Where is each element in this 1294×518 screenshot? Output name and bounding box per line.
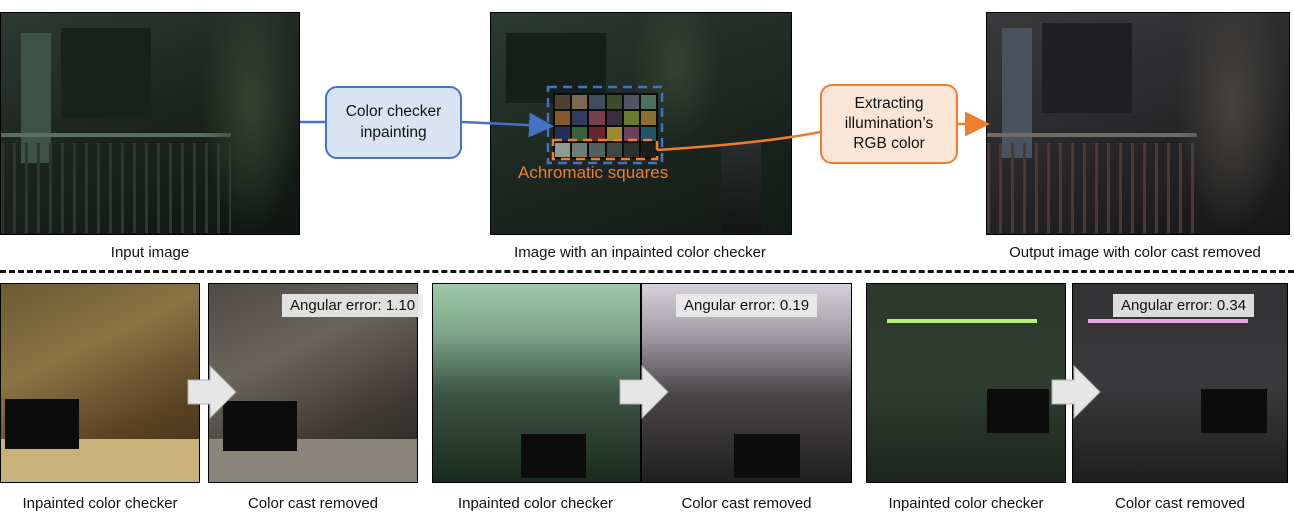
color-checker [553, 93, 658, 159]
block-arrow-3 [1051, 364, 1101, 420]
checker-highlight-box [546, 85, 664, 165]
block-arrow-1 [187, 364, 237, 420]
inpainted-image-caption: Image with an inpainted color checker [514, 244, 766, 261]
example2-angular-error: Angular error: 0.19 [676, 294, 818, 317]
step2-line3: RGB color [853, 135, 925, 153]
section-divider [0, 270, 1294, 273]
input-image [0, 12, 300, 235]
example2-left-caption: Inpainted color checker [457, 495, 614, 512]
output-image-caption: Output image with color cast removed [1009, 244, 1261, 261]
example2-inpainted-image [432, 283, 641, 483]
step2-line2: illumination’s [844, 114, 934, 132]
example1-inpainted-image [0, 283, 200, 483]
example1-left-caption: Inpainted color checker [22, 495, 178, 512]
inpainted-image [490, 12, 792, 235]
arrow-achromatic-to-step2 [656, 130, 821, 152]
block-arrow-2 [619, 364, 669, 420]
step1-line1: Color checker [345, 103, 442, 121]
example2-right-caption: Color cast removed [681, 495, 812, 512]
example3-left-caption: Inpainted color checker [888, 495, 1044, 512]
arrow-step1-to-checker [461, 112, 554, 138]
example1-angular-error: Angular error: 1.10 [282, 294, 424, 317]
example1-right-caption: Color cast removed [247, 495, 379, 512]
example3-inpainted-image [866, 283, 1066, 483]
example3-right-caption: Color cast removed [1114, 495, 1246, 512]
color-checker-inpainting-step: Color checker inpainting [325, 86, 462, 159]
output-image [986, 12, 1290, 235]
step1-line2: inpainting [360, 123, 427, 141]
input-image-caption: Input image [110, 244, 190, 261]
example3-angular-error: Angular error: 0.34 [1113, 294, 1255, 317]
achromatic-squares-label: Achromatic squares [518, 163, 669, 182]
step2-line1: Extracting [854, 94, 924, 112]
